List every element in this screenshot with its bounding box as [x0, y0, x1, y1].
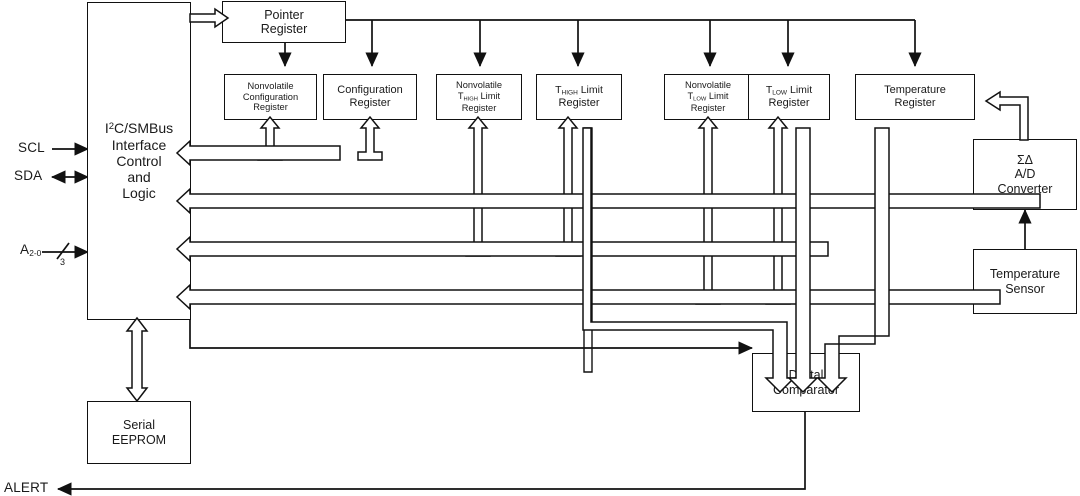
block-nonvolatile-tlow-limit-register[interactable]: Nonvolatile TLOW Limit Register — [664, 74, 752, 120]
thigh-line-1: THIGH Limit — [555, 84, 603, 97]
nv-thigh-line-1: Nonvolatile — [456, 80, 502, 91]
ad-converter-line-2: A/D — [1014, 167, 1036, 182]
nv-config-register-line-1: Nonvolatile — [247, 80, 294, 91]
ad-converter-line-1: ΣΔ — [1016, 152, 1034, 167]
nv-tlow-line-2: TLOW Limit — [687, 91, 729, 103]
block-tlow-limit-register[interactable]: TLOW Limit Register — [748, 74, 830, 120]
pin-a-subscript: 2-0 — [29, 247, 42, 258]
block-digital-comparator[interactable]: Digital Comparator — [752, 353, 860, 412]
nv-thigh-line-3: Register — [461, 102, 497, 113]
config-register-line-2: Register — [349, 97, 391, 109]
block-serial-eeprom[interactable]: Serial EEPROM — [87, 401, 191, 464]
tlow-subscript: LOW — [693, 96, 707, 103]
temperature-sensor-line-2: Sensor — [1005, 281, 1045, 296]
pin-label-a2-0: A2-0 — [20, 242, 42, 258]
block-temperature-sensor[interactable]: Temperature Sensor — [973, 249, 1077, 314]
pin-label-scl: SCL — [18, 140, 45, 155]
digital-comparator-line-2: Comparator — [773, 382, 839, 397]
serial-eeprom-line-1: Serial — [123, 418, 155, 432]
pin-label-sda: SDA — [14, 168, 43, 183]
block-temperature-register[interactable]: Temperature Register — [855, 74, 975, 120]
block-sigma-delta-ad-converter[interactable]: ΣΔ A/D Converter — [973, 139, 1077, 210]
block-nonvolatile-configuration-register[interactable]: Nonvolatile Configuration Register — [224, 74, 317, 120]
nv-tlow-line-3: Register — [690, 102, 726, 113]
block-configuration-register[interactable]: Configuration Register — [323, 74, 417, 120]
nv-config-register-line-2: Configuration — [242, 91, 299, 102]
thigh-subscript: HIGH — [463, 96, 478, 103]
digital-comparator-line-1: Digital — [788, 368, 824, 382]
pin-label-alert: ALERT — [4, 480, 49, 495]
serial-eeprom-line-2: EEPROM — [111, 432, 167, 447]
bus-width-label-3: 3 — [60, 257, 66, 267]
thigh-line-2: Register — [558, 97, 600, 110]
config-register-line-1: Configuration — [337, 84, 403, 97]
temperature-register-line-2: Register — [894, 97, 936, 109]
nv-thigh-line-2: THIGH Limit — [457, 91, 501, 103]
pointer-register-line-2: Register — [260, 22, 308, 36]
block-nonvolatile-thigh-limit-register[interactable]: Nonvolatile THIGH Limit Register — [436, 74, 522, 120]
block-thigh-limit-register[interactable]: THIGH Limit Register — [536, 74, 622, 120]
tlow-line-1: TLOW Limit — [765, 84, 813, 97]
temperature-register-line-1: Temperature — [884, 84, 946, 97]
pointer-register-line-1: Pointer — [264, 7, 304, 22]
tlow-line-2: Register — [768, 97, 810, 110]
nv-config-register-line-3: Register — [253, 102, 288, 113]
block-pointer-register[interactable]: Pointer Register — [222, 1, 346, 43]
nv-tlow-line-1: Nonvolatile — [685, 80, 731, 91]
temperature-sensor-line-1: Temperature — [989, 267, 1061, 281]
ad-converter-line-3: Converter — [997, 181, 1053, 196]
